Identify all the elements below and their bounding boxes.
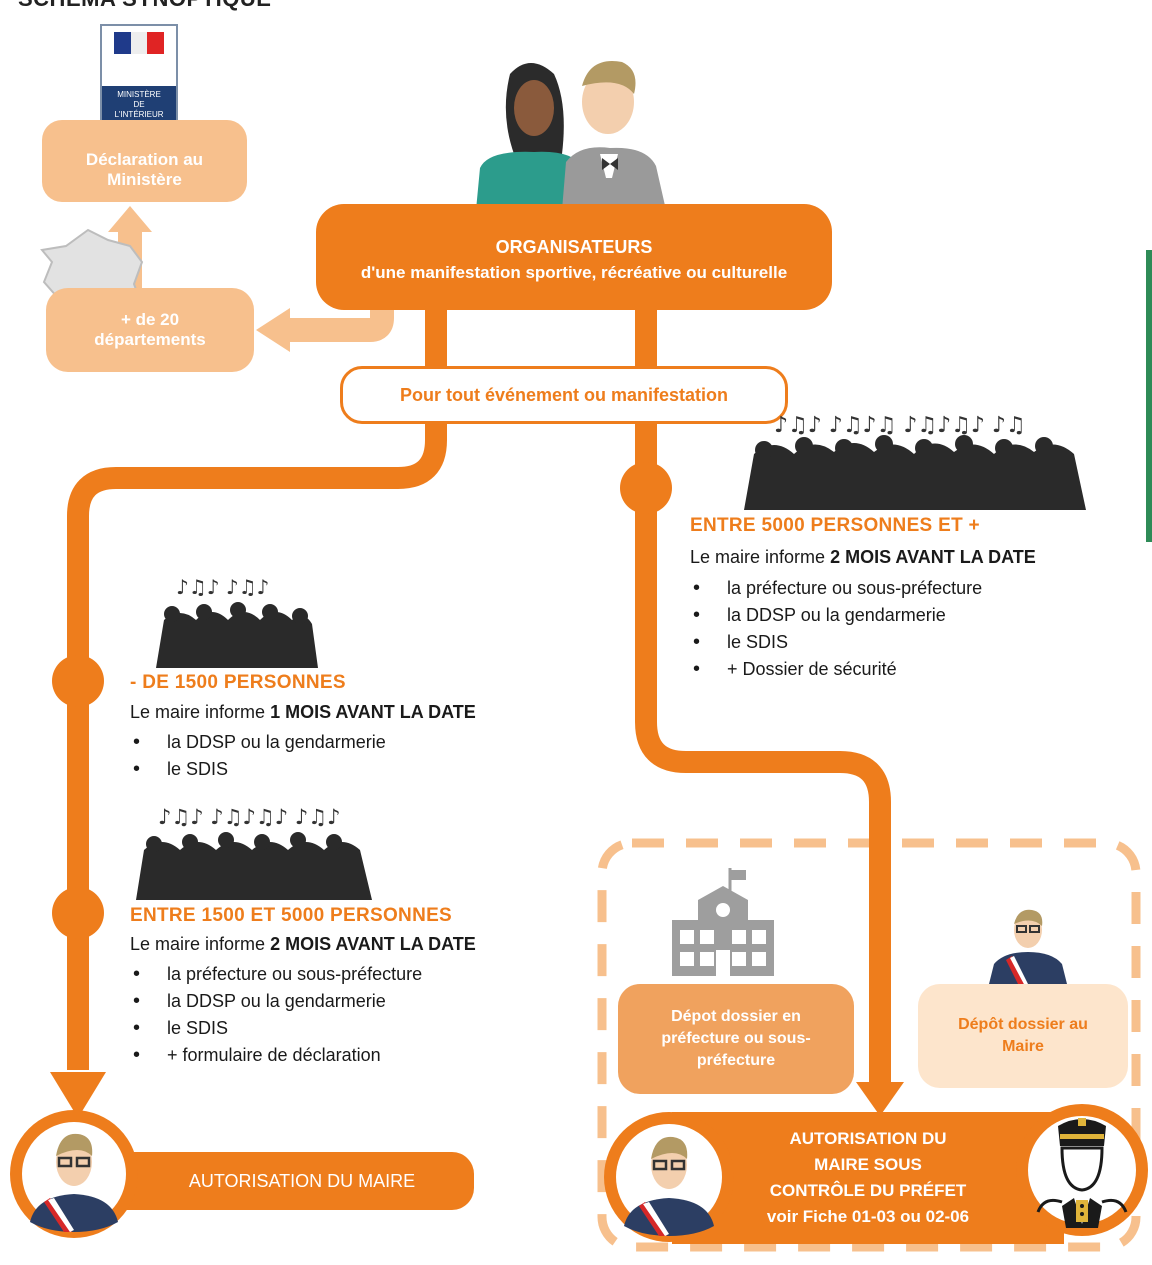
logo-line-1: MINISTÈRE: [117, 90, 161, 99]
departments-box: + de 20 départements: [46, 288, 254, 372]
mayor-avatar-right: [604, 1112, 734, 1242]
arrow-head-departments: [256, 308, 290, 352]
any-event-pill: Pour tout événement ou manifestation: [340, 366, 788, 424]
node-medium-event: [52, 887, 104, 939]
list-item: + formulaire de déclaration: [131, 1042, 422, 1069]
small-crowd-icon: ♪♫♪ ♪♫♪: [156, 575, 318, 668]
right-flow-line: [635, 303, 891, 1086]
list-item: le SDIS: [131, 1015, 422, 1042]
list-item: la DDSP ou la gendarmerie: [691, 602, 982, 629]
large-event-list: la préfecture ou sous-préfecture la DDSP…: [691, 575, 982, 683]
list-item: la préfecture ou sous-préfecture: [131, 961, 422, 988]
list-item: le SDIS: [131, 756, 386, 783]
deposit-prefecture-label: Dépot dossier en préfecture ou sous-préf…: [661, 1008, 811, 1069]
large-event-intro-bold: 2 MOIS AVANT LA DATE: [830, 547, 1036, 567]
large-crowd-icon: ♪♫♪ ♪♫♪♫ ♪♫♪♫♪ ♪♫: [744, 413, 1086, 510]
arrow-to-departments: [280, 303, 394, 342]
prefect-auth-line-3: CONTRÔLE DU PRÉFET: [769, 1181, 967, 1200]
flag-icon: [114, 32, 165, 54]
organisers-title: ORGANISATEURS: [495, 237, 653, 257]
left-flow-arrow-head: [50, 1072, 106, 1118]
ministry-box: Déclaration au Ministère: [42, 120, 247, 202]
organisers-box: ORGANISATEURS d'une manifestation sporti…: [316, 204, 832, 310]
large-event-intro: Le maire informe 2 MOIS AVANT LA DATE: [690, 547, 1036, 568]
small-event-list: la DDSP ou la gendarmerie le SDIS: [131, 729, 386, 783]
ministry-box-label: Déclaration au Ministère: [85, 150, 204, 189]
list-item: la DDSP ou la gendarmerie: [131, 988, 422, 1015]
small-event-intro: Le maire informe 1 MOIS AVANT LA DATE: [130, 702, 476, 723]
svg-text:♪♫♪ ♪♫♪♫♪ ♪♫♪: ♪♫♪ ♪♫♪♫♪ ♪♫♪: [158, 805, 340, 829]
node-large-event: [620, 462, 672, 514]
organisers-subtitle: d'une manifestation sportive, récréative…: [360, 263, 788, 282]
medium-crowd-icon: ♪♫♪ ♪♫♪♫♪ ♪♫♪: [136, 805, 372, 900]
medium-event-intro-text: Le maire informe: [130, 934, 271, 954]
small-event-heading: - DE 1500 PERSONNES: [130, 672, 346, 693]
mayor-portrait-icon-right: [616, 1124, 722, 1236]
left-flow-line: [67, 303, 447, 1070]
small-event-intro-bold: 1 MOIS AVANT LA DATE: [270, 702, 476, 722]
svg-text:♪♫♪ ♪♫♪: ♪♫♪ ♪♫♪: [176, 575, 269, 599]
any-event-label: Pour tout événement ou manifestation: [399, 384, 729, 405]
node-small-event: [52, 655, 104, 707]
mayor-avatar: [10, 1110, 138, 1238]
deposit-prefecture-box: Dépot dossier en préfecture ou sous-préf…: [618, 984, 854, 1094]
side-accent-bar: [1146, 250, 1152, 542]
prefect-auth-line-4: voir Fiche 01-03 ou 02-06: [766, 1207, 970, 1226]
deposit-mayor-label: Dépôt dossier au Maire: [958, 1016, 1088, 1055]
organisers-illustration: [476, 61, 666, 210]
right-flow-arrow-head: [856, 1082, 904, 1116]
list-item: + Dossier de sécurité: [691, 656, 982, 683]
mayor-portrait-icon: [22, 1122, 126, 1232]
ministry-logo: MINISTÈRE DE L'INTÉRIEUR: [100, 24, 178, 132]
list-item: le SDIS: [691, 629, 982, 656]
medium-event-list: la préfecture ou sous-préfecture la DDSP…: [131, 961, 422, 1069]
prefect-avatar: [1016, 1104, 1148, 1236]
list-item: la DDSP ou la gendarmerie: [131, 729, 386, 756]
large-event-heading: ENTRE 5000 PERSONNES ET +: [690, 515, 980, 536]
svg-text:♪♫♪ ♪♫♪♫ ♪♫♪♫♪ ♪♫: ♪♫♪ ♪♫♪♫ ♪♫♪♫♪ ♪♫: [774, 413, 1026, 438]
prefecture-building-icon: [672, 868, 774, 976]
list-item: la préfecture ou sous-préfecture: [691, 575, 982, 602]
prefect-portrait-icon: [1028, 1116, 1136, 1228]
logo-line-2: DE: [133, 100, 145, 109]
departments-label: + de 20 départements: [94, 310, 206, 349]
arrow-head-ministry: [108, 206, 152, 232]
deposit-mayor-box: Dépôt dossier au Maire: [918, 984, 1128, 1088]
mayor-authorization-label: AUTORISATION DU MAIRE: [188, 1170, 416, 1191]
logo-line-3: L'INTÉRIEUR: [114, 110, 164, 119]
mayor-icon: [988, 909, 1068, 988]
prefect-auth-line-1: AUTORISATION DU: [789, 1129, 947, 1148]
medium-event-heading: ENTRE 1500 ET 5000 PERSONNES: [130, 905, 453, 926]
page-title: SCHÉMA SYNOPTIQUE: [18, 0, 271, 12]
prefect-auth-line-2: MAIRE SOUS: [814, 1155, 922, 1174]
prefect-authorization-box: AUTORISATION DU MAIRE SOUS CONTRÔLE DU P…: [672, 1112, 1064, 1244]
medium-event-intro: Le maire informe 2 MOIS AVANT LA DATE: [130, 934, 476, 955]
small-event-intro-text: Le maire informe: [130, 702, 271, 722]
medium-event-intro-bold: 2 MOIS AVANT LA DATE: [270, 934, 476, 954]
large-event-intro-text: Le maire informe: [690, 547, 831, 567]
mayor-authorization-box: AUTORISATION DU MAIRE: [90, 1152, 474, 1210]
